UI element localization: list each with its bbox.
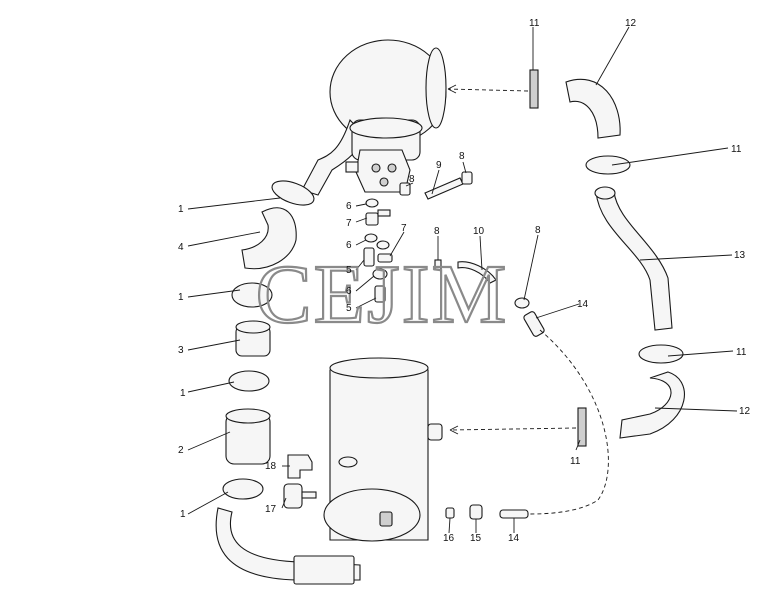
nipple-16 <box>445 507 455 519</box>
callout-2: 2 <box>178 445 184 456</box>
callout-11-right: 11 <box>731 144 742 155</box>
tank-side-port <box>427 423 443 441</box>
fittings-column <box>363 198 393 303</box>
callout-17: 17 <box>265 504 277 515</box>
tank-base-housing <box>323 488 421 542</box>
tank-top-cap <box>329 357 429 379</box>
small-fittings <box>283 454 529 520</box>
callout-11-mid: 11 <box>736 347 747 358</box>
callout-8-a: 8 <box>409 174 415 185</box>
flow-line-lower <box>449 427 577 431</box>
nut-15 <box>469 504 483 520</box>
callout-12-top: 12 <box>625 18 637 29</box>
callout-5-b: 5 <box>346 303 352 314</box>
callout-6-b: 6 <box>346 240 352 251</box>
hose-14-lower <box>499 509 529 519</box>
upper-housing-assembly <box>301 39 447 196</box>
sleeve-3-top <box>235 320 271 334</box>
washer-6c <box>376 240 390 250</box>
fitting-7b <box>377 253 393 263</box>
callout-11-low: 11 <box>570 456 581 467</box>
clamp-1-upper <box>271 180 315 206</box>
callout-14-low: 14 <box>508 533 520 544</box>
tank-drain-plug <box>379 511 393 527</box>
callout-5-a: 5 <box>346 265 352 276</box>
callout-8-d: 8 <box>535 225 541 236</box>
flow-arrow-lower <box>449 425 459 435</box>
clamp-11-mid <box>638 344 684 364</box>
tank-top-port <box>338 456 358 468</box>
callout-10: 10 <box>473 226 485 237</box>
callout-3: 3 <box>178 345 184 356</box>
tee-branch-17 <box>301 491 317 499</box>
callout-1-d: 1 <box>180 509 186 520</box>
clamp-11-right <box>585 155 631 175</box>
callout-12-mid: 12 <box>739 406 751 417</box>
callout-7-b: 7 <box>401 223 407 234</box>
callout-14-mid: 14 <box>577 299 589 310</box>
left-hose-chain <box>222 180 315 500</box>
watermark-logo: СЕJIM <box>256 248 509 341</box>
bracket-11-low <box>577 407 587 447</box>
clamp-1-lower <box>222 478 264 500</box>
callout-18: 18 <box>265 461 277 472</box>
lower-bracket <box>293 555 355 585</box>
hose-13 <box>595 191 673 331</box>
callout-7-a: 7 <box>346 218 352 229</box>
callout-15: 15 <box>470 533 482 544</box>
callout-1-b: 1 <box>178 292 184 303</box>
callout-labels: 11 12 11 13 11 12 11 1 4 1 3 1 2 1 18 17… <box>178 18 751 544</box>
callout-9: 9 <box>436 160 442 171</box>
washer-6b <box>364 233 378 243</box>
callout-16: 16 <box>443 533 455 544</box>
lower-tank-assembly <box>215 357 443 585</box>
tube-9-group <box>399 171 545 337</box>
elbow-hose-4 <box>241 207 297 270</box>
fitting-5a <box>363 247 375 267</box>
pump-port-3 <box>379 177 389 187</box>
callout-1-c: 1 <box>180 388 186 399</box>
fitting-7a <box>365 212 379 226</box>
elbow-12-mid <box>619 371 685 439</box>
nut-8a <box>399 182 411 196</box>
upper-housing-ring <box>349 117 423 139</box>
nut-8d <box>514 297 530 309</box>
nut-8b <box>461 171 473 185</box>
clamp-1-third <box>228 370 270 392</box>
hose-2-top <box>225 408 271 424</box>
flow-line-upper <box>447 88 529 92</box>
callout-6-a: 6 <box>346 201 352 212</box>
callout-11-top: 11 <box>529 18 540 29</box>
callout-4: 4 <box>178 242 184 253</box>
flow-arrow-upper <box>447 84 457 94</box>
callout-6-c: 6 <box>346 286 352 297</box>
pump-port-2 <box>387 163 397 173</box>
pump-block <box>345 149 411 193</box>
callout-8-b: 8 <box>459 151 465 162</box>
tee-fitting-17 <box>283 483 303 509</box>
right-hose-column <box>529 69 685 447</box>
pump-nipple-left <box>345 161 359 173</box>
pump-port-1 <box>371 163 381 173</box>
clamp-1-second <box>231 282 273 308</box>
hose-fitting-14 <box>523 311 545 337</box>
washer-6d <box>372 268 388 280</box>
callout-8-c: 8 <box>434 226 440 237</box>
hose-13-top-end <box>594 186 616 200</box>
elbow-12-top <box>565 78 621 139</box>
flow-line-hose-14 <box>529 329 609 515</box>
upper-housing-rim <box>425 47 447 129</box>
bracket-11-top <box>529 69 539 109</box>
bolt-7a <box>377 209 391 217</box>
callout-1-a: 1 <box>178 204 184 215</box>
fitting-5b <box>374 285 386 303</box>
washer-6a <box>365 198 379 208</box>
leader-lines <box>187 26 738 534</box>
hose-10 <box>457 261 497 284</box>
tube-9 <box>424 177 464 200</box>
callout-13: 13 <box>734 250 746 261</box>
elbow-fitting-18 <box>287 454 313 479</box>
